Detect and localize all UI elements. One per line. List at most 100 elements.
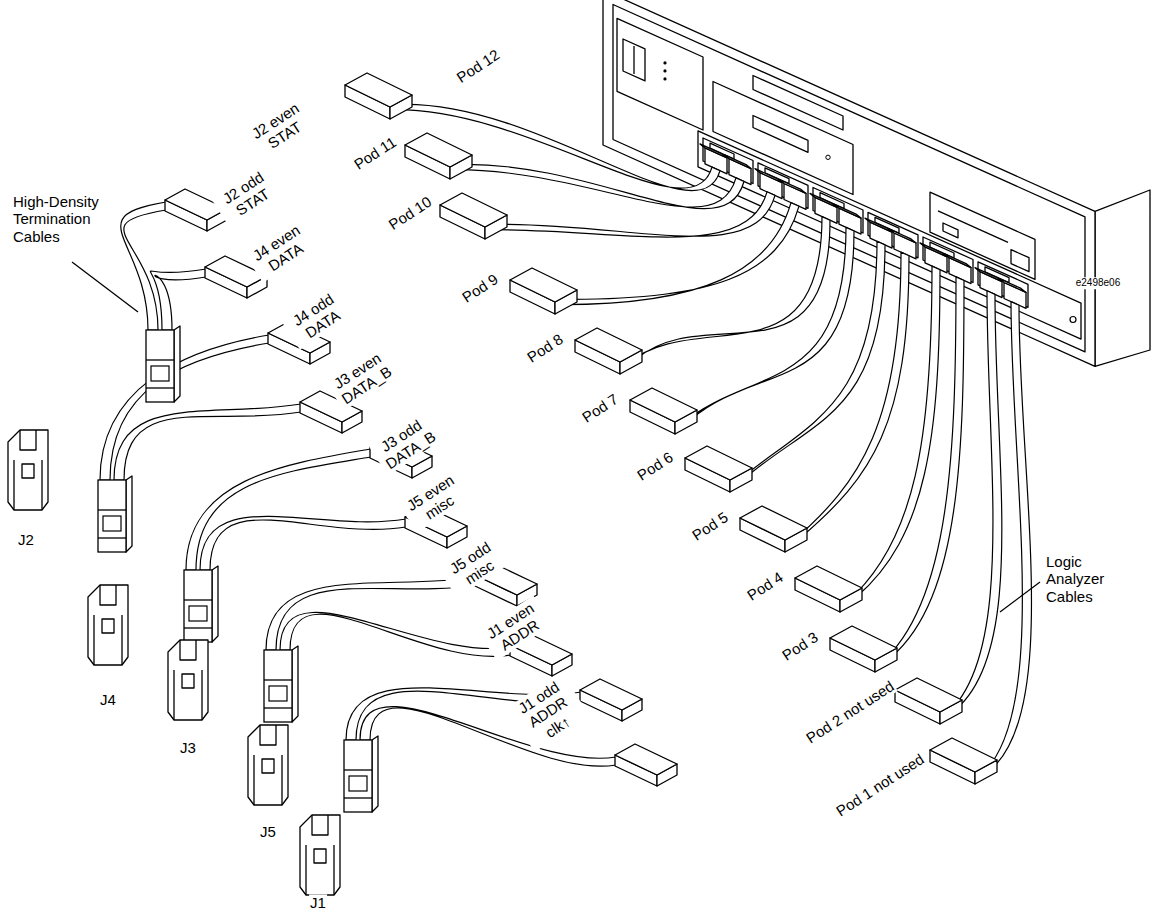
analyzer-pod (685, 446, 752, 480)
callout-label: e2498e06 (1075, 277, 1122, 289)
connector-edge (333, 845, 334, 895)
floppy-slot (938, 211, 1008, 243)
analyzer-cable (881, 277, 964, 663)
indicator-led (663, 61, 666, 64)
analyzer-cable (981, 302, 1031, 775)
pod-plug-top (944, 254, 971, 268)
plug-latch (189, 606, 207, 621)
plug-line (344, 769, 372, 770)
analyzer-cable (791, 252, 909, 543)
callout-label: J1 odd ADDR clk↑ (506, 672, 590, 751)
callout-label: Pod 4 (743, 568, 787, 605)
callout-label: J2 (17, 531, 35, 548)
callout-label: Pod 11 (350, 133, 400, 174)
callout-label: J1 (309, 894, 327, 911)
target-connector (88, 585, 128, 665)
pod-plug-top (779, 180, 806, 194)
termination-cable (266, 577, 476, 650)
analyzer-cable (846, 266, 940, 603)
analyzer-pod (510, 268, 577, 302)
analyzer-cable (681, 227, 854, 424)
analyzer-cable (626, 217, 830, 365)
target-connector (248, 725, 288, 805)
screw (1070, 317, 1076, 323)
termination-plug (344, 740, 372, 812)
termination-plug (292, 646, 298, 722)
analyzer-pod (830, 626, 897, 660)
termination-plug (146, 330, 174, 402)
callout-label: Pod 3 (778, 628, 822, 665)
indicator-led (663, 77, 666, 80)
connector-edge (253, 755, 254, 805)
connector-edge (93, 615, 94, 665)
connector-edge (201, 670, 202, 720)
interface-module (713, 82, 853, 195)
connector-slot (20, 430, 36, 450)
analyzer-cable (946, 291, 1002, 715)
connector-latch (182, 674, 194, 688)
termination-cable (200, 516, 406, 570)
analyzer-front-panel (613, 5, 1085, 352)
power-switch (623, 39, 645, 81)
callout-label: J4 (99, 691, 117, 708)
pod-plug-top (755, 169, 782, 183)
termination-plug (184, 570, 212, 642)
termination-cable (186, 449, 371, 570)
plug-line (264, 707, 292, 708)
termination-cable (150, 269, 206, 330)
analyzer-pod (630, 388, 697, 422)
leader-line (1000, 582, 1040, 612)
pod-plug-top (889, 229, 916, 243)
callout-label: J3 (179, 739, 197, 756)
analyzer-pod (795, 566, 862, 600)
pod-plug-top (920, 243, 947, 257)
analyzer-pod (440, 193, 507, 227)
port-connector (753, 116, 808, 153)
connector-edge (173, 670, 174, 720)
callout-label: Pod 5 (688, 508, 732, 545)
analyzer-front-frame (603, 0, 1095, 366)
connector-slot (100, 585, 116, 605)
analyzer-cable (456, 164, 744, 208)
connector-slot (312, 815, 328, 835)
plug-latch (269, 686, 287, 701)
analyzer-pod (740, 506, 807, 540)
plug-line (146, 359, 174, 360)
analyzer-cable (561, 203, 799, 305)
connector-latch (314, 849, 326, 863)
termination-plug (98, 480, 126, 552)
target-connector (300, 815, 340, 895)
analyzer-pod (895, 678, 962, 712)
pod-plug-top (724, 155, 751, 169)
connector-latch (102, 619, 114, 633)
termination-plug (126, 476, 132, 552)
floppy-light (943, 223, 958, 238)
callout-label: Pod 8 (523, 330, 567, 367)
analyzer-pod (930, 738, 997, 772)
plug-line (184, 599, 212, 600)
connector-slot (180, 640, 196, 660)
target-connector (168, 640, 208, 720)
pod-plug-top (975, 268, 1002, 282)
plug-line (264, 679, 292, 680)
connector-edge (281, 755, 282, 805)
plug-line (146, 387, 174, 388)
callout-label: J2 even STAT (243, 96, 317, 161)
pod-plug-top (999, 279, 1026, 293)
connector-edge (13, 460, 14, 510)
pod-plug-top (810, 193, 837, 207)
connector-slot (260, 725, 276, 745)
plug-latch (103, 516, 121, 531)
screw (826, 155, 830, 159)
callout-label: Logic Analyzer Cables (1045, 553, 1119, 605)
connector-latch (22, 464, 34, 478)
analyzer-pod (575, 328, 642, 362)
callout-label: Pod 6 (633, 448, 677, 485)
termination-pod (615, 744, 677, 775)
callout-label: Pod 2 not used (802, 677, 898, 748)
power-switch-divider (633, 46, 634, 74)
pod-plug-top (865, 218, 892, 232)
callout-label: High-Density Termination Cables (12, 193, 114, 245)
connector-edge (121, 615, 122, 665)
